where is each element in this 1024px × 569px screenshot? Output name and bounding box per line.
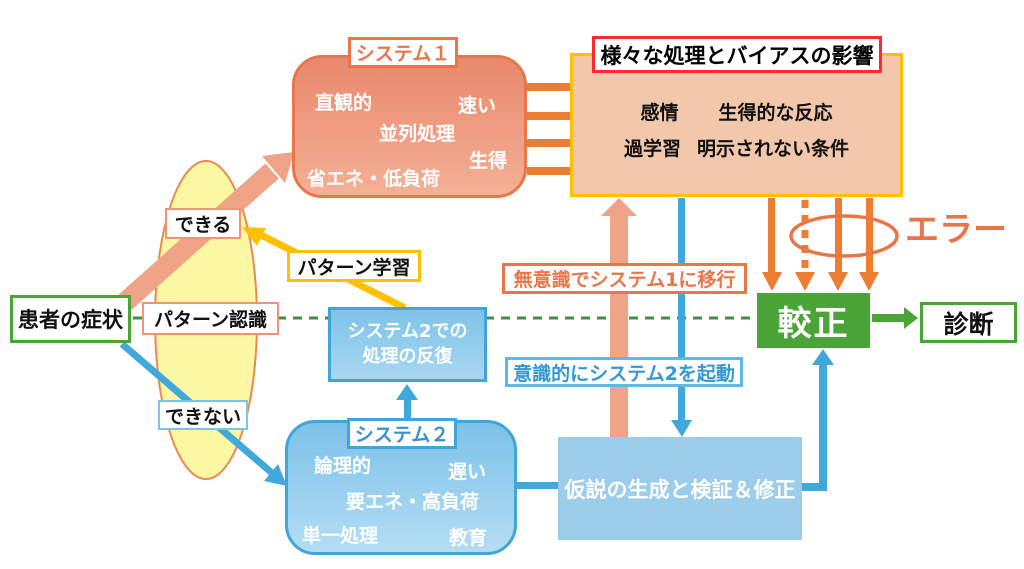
- system1-trait-parallel: 並列処理: [379, 123, 456, 145]
- diagnosis-box: 診断: [920, 302, 1017, 343]
- arrow-system2-to-iteration: [396, 384, 418, 422]
- error-arrow-3: [828, 198, 848, 291]
- cannot-box: できない: [158, 400, 248, 430]
- patient-symptoms-box: 患者の症状: [10, 295, 131, 343]
- system1-bias-connectors: [527, 83, 570, 175]
- error-arrow-4: [859, 198, 879, 291]
- system1-box: 直観的 速い 並列処理 生得 省エネ・低負荷: [292, 55, 527, 198]
- system1-bias-connector-4: [527, 167, 570, 175]
- system1-title: システム１: [348, 37, 458, 68]
- arrow-bias-to-hypothesis: [671, 198, 692, 437]
- can-box: できる: [165, 208, 241, 239]
- system2-trait-highload: 要エネ・高負荷: [346, 491, 480, 513]
- bias-item-emotion: 感情: [640, 102, 679, 124]
- system1-bias-connector-2: [527, 112, 570, 120]
- error-arrows: [762, 198, 879, 291]
- system1-trait-intuitive: 直観的: [315, 92, 373, 114]
- pattern-recognition-box: パターン認識: [142, 302, 279, 335]
- system1-trait-lowload: 省エネ・低負荷: [307, 168, 441, 190]
- system2-trait-slow: 遅い: [448, 461, 487, 483]
- bias-item-implicit-conditions: 明示されない条件: [697, 138, 850, 160]
- bias-item-overlearning: 過学習: [623, 138, 681, 160]
- system1-trait-innate: 生得: [469, 150, 508, 172]
- bias-row-1: 感情 生得的な反応: [573, 98, 900, 125]
- conscious-activation-box: 意識的にシステム2を起動: [505, 357, 743, 387]
- error-arrow-2-dashed: [795, 200, 815, 291]
- system2-hypothesis-connector: [517, 482, 558, 489]
- arrow-patient-to-system1: [105, 152, 294, 322]
- error-label: エラー: [905, 210, 1007, 250]
- bias-title: 様々な処理とバイアスの影響: [592, 36, 882, 73]
- bias-box: 感情 生得的な反応 過学習 明示されない条件: [570, 53, 903, 197]
- system1-trait-fast: 速い: [458, 95, 497, 117]
- bias-row-2: 過学習 明示されない条件: [573, 134, 900, 161]
- pattern-learning-box: パターン学習: [287, 250, 421, 282]
- error-ellipse: [789, 214, 899, 258]
- system2-trait-serial: 単一処理: [302, 525, 379, 547]
- arrow-hypothesis-to-calibration: [802, 349, 834, 491]
- system2-trait-logical: 論理的: [314, 455, 372, 477]
- calibration-box: 較正: [757, 293, 870, 348]
- unconscious-shift-box: 無意識でシステム1に移行: [502, 263, 747, 294]
- system2-iteration-box: システム2での 処理の反復: [328, 307, 487, 382]
- system1-bias-connector-3: [527, 139, 570, 147]
- system2-title: システム２: [347, 418, 457, 449]
- bias-item-innate-reaction: 生得的な反応: [718, 102, 833, 124]
- arrow-calibration-to-diagnosis: [872, 307, 918, 329]
- system2-trait-education: 教育: [449, 527, 488, 549]
- hypothesis-box: 仮説の生成と検証＆修正: [558, 437, 802, 540]
- error-arrow-1: [762, 198, 782, 291]
- system1-bias-connector-1: [527, 83, 570, 91]
